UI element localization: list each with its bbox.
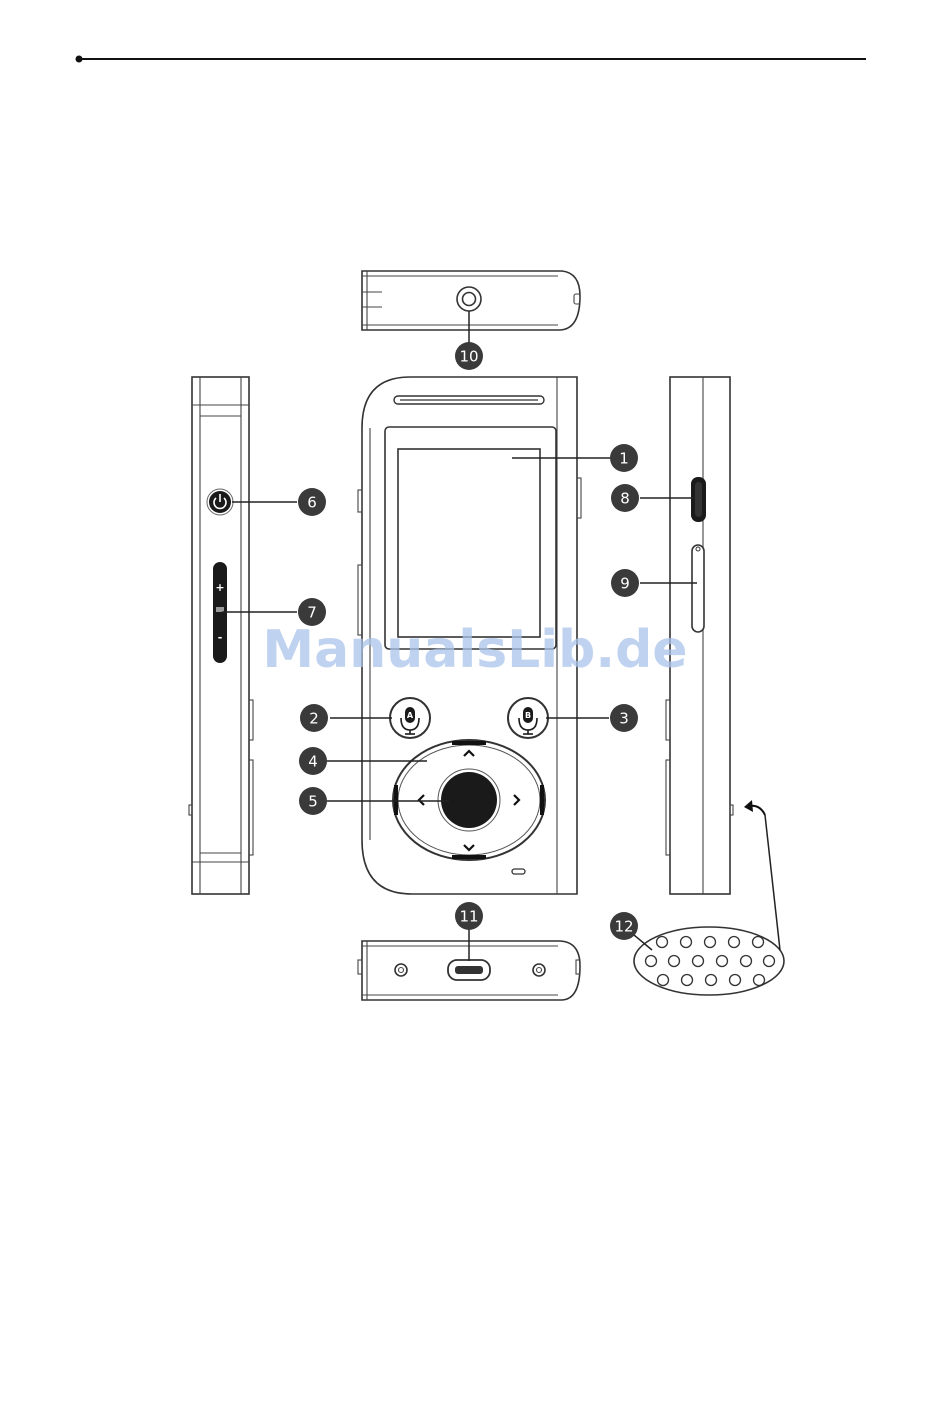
callout-8: 8 [611,484,639,512]
volume-plus-label: + [215,581,224,594]
callout-4: 4 [299,747,327,775]
top-view [362,271,580,330]
callout-11: 11 [455,902,483,930]
header-rule [76,56,867,63]
callout-12: 12 [610,912,638,940]
display-screen [398,449,540,637]
screen-bezel [385,427,556,649]
callout-1: 1 [610,444,638,472]
svg-text:6: 6 [307,494,317,512]
left-side-view: + - [189,377,253,894]
headphone-jack [457,287,481,311]
svg-text:8: 8 [620,490,630,508]
mic-a-letter: A [407,711,414,720]
record-switch[interactable] [691,477,706,522]
svg-text:12: 12 [614,918,633,936]
svg-text:11: 11 [459,908,478,926]
callout-5: 5 [299,787,327,815]
volume-minus-label: - [218,631,223,644]
center-ok-button[interactable] [438,769,500,831]
mic-b-button[interactable]: B [508,698,548,738]
screw-hole-left [395,964,407,976]
svg-text:1: 1 [619,450,629,468]
mic-a-button[interactable]: A [390,698,430,738]
callout-9: 9 [611,569,639,597]
svg-text:9: 9 [620,575,630,593]
svg-text:5: 5 [308,793,318,811]
svg-text:3: 3 [619,710,629,728]
screw-hole-right [533,964,545,976]
callout-3: 3 [610,704,638,732]
svg-text:10: 10 [459,348,478,366]
power-button[interactable] [207,489,233,515]
callout-6: 6 [298,488,326,516]
watermark: ManualsLib.de [262,620,687,680]
usb-port [448,960,490,980]
mic-b-letter: B [525,711,531,720]
card-slot [692,545,704,632]
callout-2: 2 [300,704,328,732]
svg-text:2: 2 [309,710,319,728]
speaker-grille-detail [634,800,784,995]
callout-10: 10 [455,342,483,370]
svg-text:4: 4 [308,753,318,771]
svg-text:7: 7 [307,604,317,622]
